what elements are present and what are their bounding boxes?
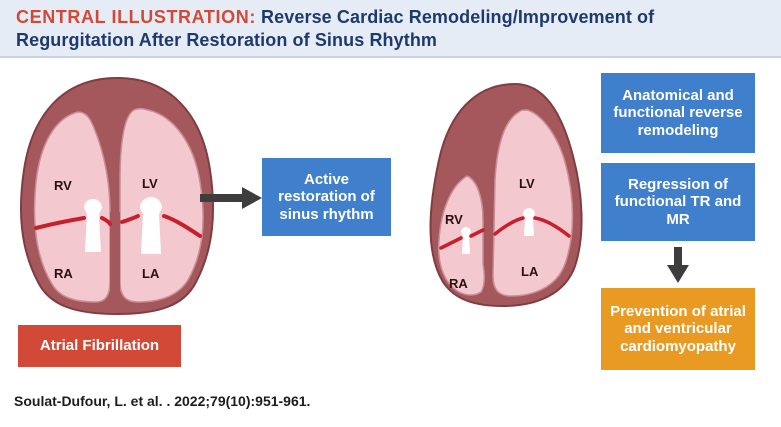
sinus-rv-label: RV (445, 212, 463, 227)
af-heart-svg: RV LV RA LA (20, 76, 214, 316)
sinus-heart-svg: RV LV RA LA (429, 82, 583, 308)
header-line-1: CENTRAL ILLUSTRATION: Reverse Cardiac Re… (16, 7, 654, 28)
af-mitral-line (120, 214, 140, 224)
af-mitral-line-2 (162, 214, 202, 238)
header-title-line-2: Regurgitation After Restoration of Sinus… (16, 30, 438, 50)
regurgitation-regression-box: Regression of functional TR and MR (601, 163, 755, 241)
reverse-remodeling-box: Anatomical and functional reverse remode… (601, 73, 755, 153)
af-septum (110, 212, 120, 302)
sinus-la-label: LA (521, 264, 539, 279)
af-la-label: LA (142, 266, 160, 281)
sinus-mitral-line (493, 216, 525, 236)
sinus-tricuspid-jet (461, 227, 471, 254)
sinus-ra-label: RA (449, 276, 468, 291)
atrial-fibrillation-label: Atrial Fibrillation (18, 325, 181, 367)
sinus-lv-label: LV (519, 176, 535, 191)
header-title-line-1: Reverse Cardiac Remodeling/Improvement o… (261, 7, 655, 27)
cardiomyopathy-prevention-box: Prevention of atrial and ventricular car… (601, 288, 755, 370)
af-tricuspid-line-2 (100, 216, 112, 226)
arrow-right-icon (200, 187, 262, 209)
citation: Soulat-Dufour, L. et al. . 2022;79(10):9… (14, 393, 311, 409)
illustration-header: CENTRAL ILLUSTRATION: Reverse Cardiac Re… (0, 0, 781, 58)
af-ra-label: RA (54, 266, 73, 281)
sinus-left-chambers (492, 109, 574, 297)
sinus-tricuspid-line (439, 236, 463, 250)
af-mitral-jet (140, 197, 162, 254)
af-rv-label: RV (54, 178, 72, 193)
sinus-tricuspid-line-2 (469, 228, 485, 238)
header-label: CENTRAL ILLUSTRATION: (16, 7, 256, 27)
sinus-heart-diagram: RV LV RA LA (419, 80, 585, 308)
sinus-mitral-jet (523, 208, 535, 236)
af-right-chambers (33, 111, 111, 303)
arrow-down-icon (667, 247, 689, 283)
af-tricuspid-line (34, 216, 86, 230)
sinus-mitral-line-2 (533, 216, 571, 238)
af-tricuspid-jet (84, 199, 102, 252)
sinus-right-chambers (437, 175, 486, 296)
sinus-restoration-box: Active restoration of sinus rhythm (262, 158, 391, 236)
af-lv-label: LV (142, 176, 158, 191)
af-heart-diagram: RV LV RA LA (14, 72, 220, 320)
